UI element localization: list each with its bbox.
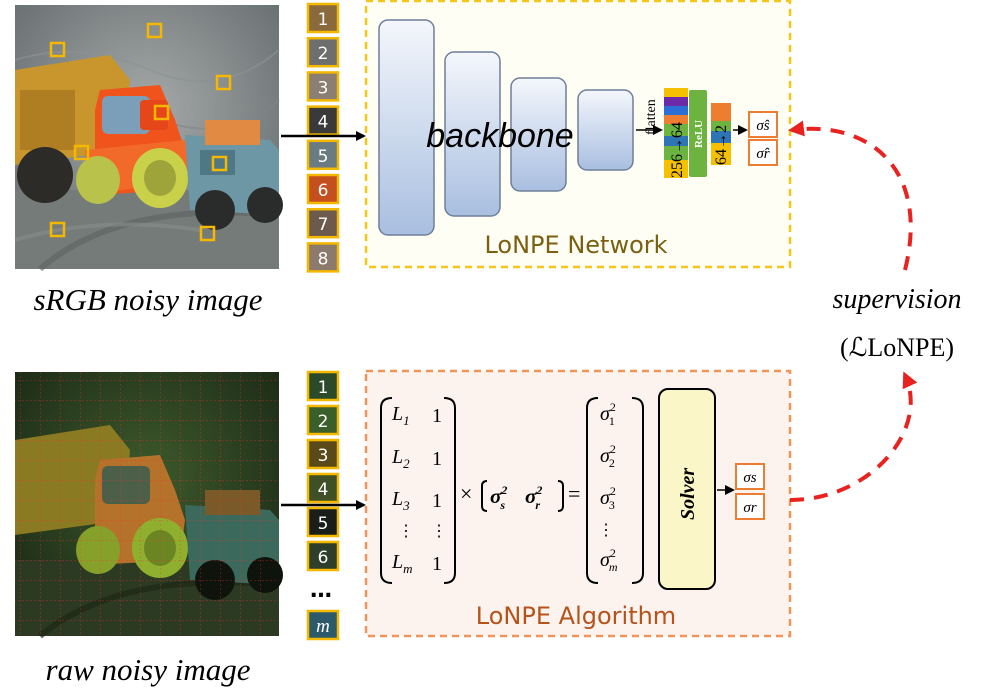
network-output-boxes: σ̂s σ̂r: [748, 111, 778, 166]
raw-image: [15, 372, 283, 639]
svg-text:⋮: ⋮: [598, 522, 614, 539]
fc1-label: 256→64: [669, 122, 686, 178]
srgb-patch-3-label: 3: [318, 78, 329, 98]
srgb-patch-7: 7: [306, 207, 340, 239]
raw-patch-5: 5: [306, 506, 340, 538]
raw-patch-2: 2: [306, 404, 340, 436]
svg-text:σ21: σ21: [600, 400, 616, 428]
raw-patch-1-label: 1: [318, 378, 329, 398]
svg-text:σ23: σ23: [600, 484, 616, 512]
backbone-label: backbone: [426, 117, 573, 155]
fc2-label: 64→2: [713, 125, 730, 165]
raw-patch-3: 3: [306, 438, 340, 470]
svg-text:1: 1: [432, 553, 442, 575]
supervision-label: supervision: [832, 284, 961, 315]
raw-patch-m-label: m: [316, 616, 330, 637]
equals-sign: =: [568, 481, 580, 506]
backbone-block-3: [510, 77, 567, 192]
srgb-patch-column: 1 2 3 4 5 6 7 8: [306, 2, 340, 273]
lonpe-network-title: LoNPE Network: [484, 231, 667, 259]
raw-patch-2-label: 2: [318, 412, 329, 432]
raw-patch-6: 6: [306, 540, 340, 572]
srgb-patch-1: 1: [306, 2, 340, 34]
srgb-patch-4-label: 4: [318, 113, 329, 133]
svg-text:1: 1: [432, 490, 442, 512]
supervision-arrow-lower: [789, 371, 918, 502]
supervision-loss: (ℒLoNPE): [840, 333, 954, 362]
svg-text:⋮: ⋮: [398, 523, 414, 540]
raw-patch-ellipsis: …: [310, 578, 332, 603]
raw-patch-4-label: 4: [318, 480, 329, 500]
srgb-patch-1-label: 1: [318, 10, 329, 30]
srgb-image: [14, 5, 283, 272]
svg-text:σ2m: σ2m: [600, 546, 618, 574]
solver-block: [658, 388, 716, 590]
svg-text:1: 1: [432, 448, 442, 470]
svg-text:σ2s: σ2s: [490, 483, 507, 512]
relu-label: ReLU: [693, 120, 705, 148]
lonpe-algorithm-box: [364, 369, 792, 638]
supervision-arrow-upper: [788, 120, 913, 271]
srgb-patch-6: 6: [306, 173, 340, 205]
raw-patch-1: 1: [306, 370, 340, 402]
srgb-image-label: sRGB noisy image: [33, 282, 262, 317]
raw-patch-m: m: [306, 609, 340, 641]
srgb-patch-6-label: 6: [318, 181, 329, 201]
srgb-patch-2: 2: [306, 36, 340, 68]
solver-label: Solver: [677, 468, 699, 520]
fc1-layer: [664, 88, 688, 178]
backbone-block-2: [444, 51, 501, 217]
raw-patch-column: 1 2 3 4 5 6: [306, 370, 340, 572]
srgb-patch-7-label: 7: [318, 215, 329, 235]
raw-patch-4: 4: [306, 472, 340, 504]
lonpe-algorithm-title: LoNPE Algorithm: [476, 602, 676, 630]
algorithm-output-sigma-s: σs: [743, 470, 756, 486]
srgb-patch-3: 3: [306, 71, 340, 102]
raw-patch-3-label: 3: [318, 446, 329, 466]
srgb-patch-4: 4: [306, 105, 340, 136]
times-sign: ×: [460, 481, 472, 506]
srgb-patch-8: 8: [306, 242, 340, 273]
algorithm-output-boxes: σs σr: [735, 463, 765, 520]
fc2-layer: [711, 103, 731, 165]
relu-layer: [689, 90, 707, 177]
svg-text:σ2r: σ2r: [525, 483, 542, 512]
srgb-patch-8-label: 8: [318, 249, 329, 269]
raw-patch-6-label: 6: [318, 548, 329, 568]
srgb-patch-5-label: 5: [318, 147, 329, 167]
backbone-block-1: [378, 19, 435, 236]
svg-text:σ22: σ22: [600, 442, 616, 470]
srgb-patch-2-label: 2: [318, 44, 329, 64]
svg-text:⋮: ⋮: [431, 523, 447, 540]
network-output-sigma-r: σ̂r: [756, 146, 769, 162]
network-output-sigma-s: σ̂s: [756, 118, 769, 134]
srgb-patch-5: 5: [306, 139, 340, 171]
svg-text:1: 1: [432, 405, 442, 427]
srgb-patch-markers: [49, 22, 232, 242]
raw-image-label: raw noisy image: [46, 652, 251, 687]
raw-patch-5-label: 5: [318, 514, 329, 534]
backbone-blocks: [378, 19, 634, 236]
algorithm-output-sigma-r: σr: [743, 500, 756, 516]
backbone-block-4: [577, 89, 634, 171]
